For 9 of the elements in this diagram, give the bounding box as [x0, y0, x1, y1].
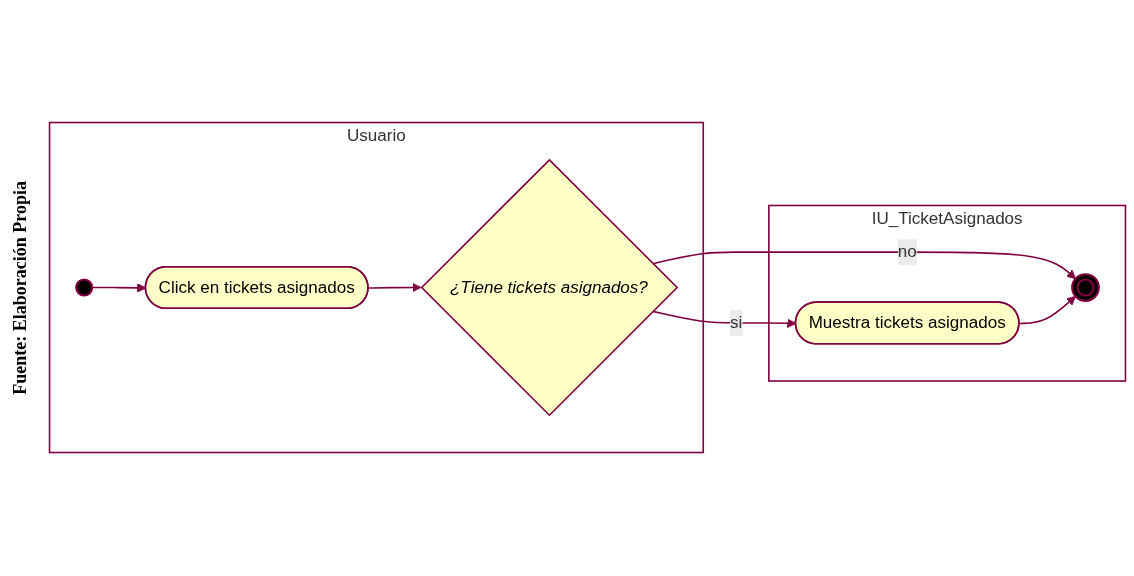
arrow — [367, 283, 422, 293]
node-circle — [75, 278, 94, 298]
caption: Fuente: Elaboración Propia — [10, 181, 31, 395]
edge-label: no — [897, 242, 917, 262]
node-diamond: ¿Tiene tickets asignados? — [420, 159, 679, 417]
edge-label: si — [729, 313, 743, 332]
arrow — [1018, 296, 1076, 325]
arrow — [651, 251, 1076, 280]
node-circle — [1071, 273, 1100, 303]
